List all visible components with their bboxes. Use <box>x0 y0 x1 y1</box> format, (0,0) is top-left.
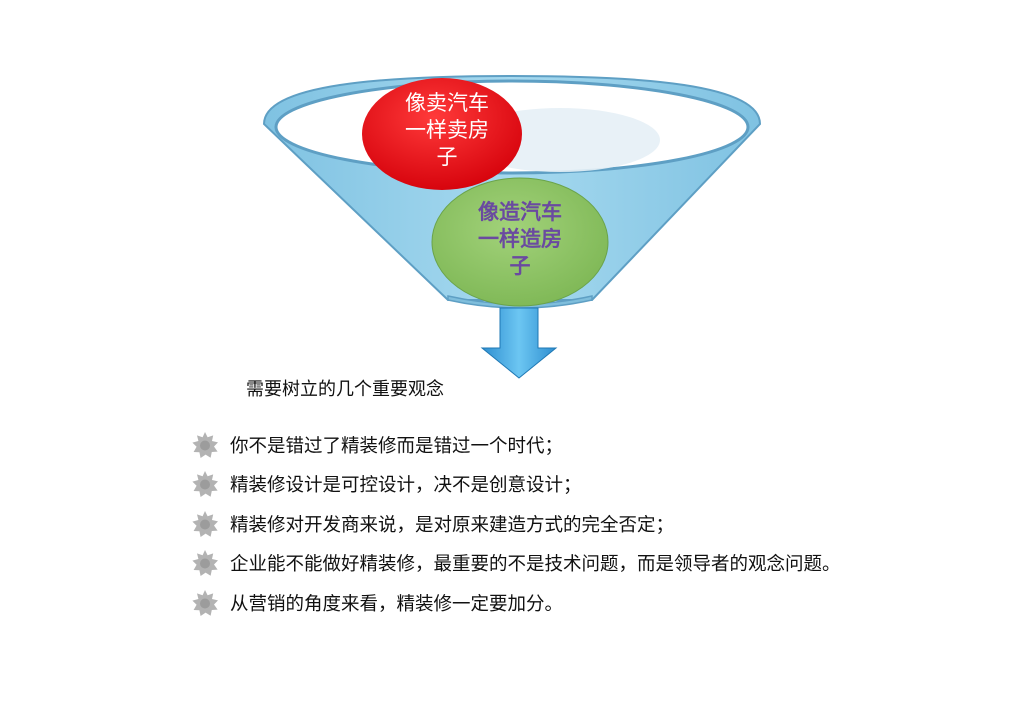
gear-bullet-icon <box>190 430 220 460</box>
bullet-item: 精装修对开发商来说，是对原来建造方式的完全否定； <box>190 504 841 544</box>
top-bubble-label: 像卖汽车 一样卖房 子 <box>405 91 489 169</box>
bottom-bubble <box>431 177 609 307</box>
gear-bullet-icon <box>190 509 220 539</box>
section-heading: 需要树立的几个重要观念 <box>246 379 444 400</box>
gear-bullet-icon <box>190 588 220 618</box>
funnel-diagram <box>262 74 762 379</box>
down-arrow-icon <box>480 307 558 379</box>
gear-bullet-icon <box>190 469 220 499</box>
bullet-item: 企业能不能做好精装修，最重要的不是技术问题，而是领导者的观念问题。 <box>190 544 841 584</box>
gear-bullet-icon <box>190 548 220 578</box>
bullet-item: 从营销的角度来看，精装修一定要加分。 <box>190 583 841 623</box>
bullet-text: 精装修对开发商来说，是对原来建造方式的完全否定； <box>230 514 675 536</box>
bullet-text: 你不是错过了精装修而是错过一个时代； <box>230 435 564 457</box>
bullet-item: 你不是错过了精装修而是错过一个时代； <box>190 425 841 465</box>
bullet-list: 你不是错过了精装修而是错过一个时代； 精装修设计是可控设计，决不是创意设计； 精装修… <box>190 425 841 623</box>
bottom-bubble-label: 像造汽车 一样造房 子 <box>478 199 562 278</box>
bullet-text: 从营销的角度来看，精装修一定要加分。 <box>230 593 564 615</box>
bullet-item: 精装修设计是可控设计，决不是创意设计； <box>190 465 841 505</box>
top-bubble <box>362 78 522 190</box>
bullet-text: 企业能不能做好精装修，最重要的不是技术问题，而是领导者的观念问题。 <box>230 554 841 576</box>
bullet-text: 精装修设计是可控设计，决不是创意设计； <box>230 475 582 497</box>
